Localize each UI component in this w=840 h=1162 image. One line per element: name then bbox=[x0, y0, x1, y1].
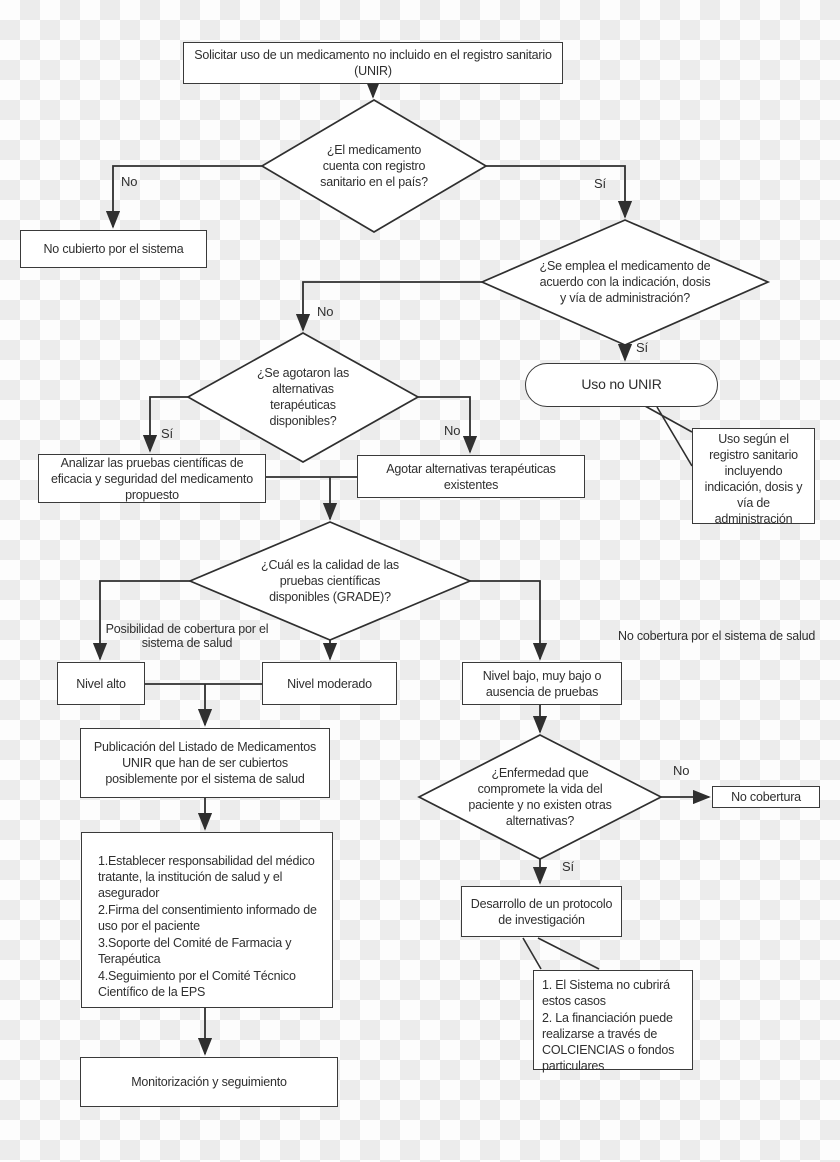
edge-grade-alto bbox=[92, 580, 190, 661]
edge-registro-no bbox=[105, 165, 262, 229]
edge-registro-si bbox=[486, 165, 633, 219]
edge-label-no-empleo: No bbox=[317, 304, 334, 319]
nivel-alto-box: Nivel alto bbox=[57, 662, 145, 705]
diamond-grade-text: ¿Cuál es la calidad de las pruebas cient… bbox=[261, 557, 399, 605]
callout-tail-sistema bbox=[522, 937, 542, 970]
requisito-item: 1.Establecer responsabilidad del médico … bbox=[98, 854, 315, 900]
nivel-bajo-box: Nivel bajo, muy bajo o ausencia de prueb… bbox=[462, 662, 622, 705]
edge-label-si-enfermedad: Sí bbox=[562, 859, 574, 874]
callout-tail-uso-segun bbox=[644, 405, 693, 433]
edge-label-no-registro: No bbox=[121, 174, 138, 189]
diamond-alternativas-text: ¿Se agotaron las alternativas terapéutic… bbox=[257, 365, 349, 429]
analizar-box: Analizar las pruebas científicas de efic… bbox=[38, 454, 266, 503]
monitorizacion-box: Monitorización y seguimiento bbox=[80, 1057, 338, 1107]
diamond-registro-shape bbox=[260, 99, 488, 233]
no-cobertura-box: No cobertura bbox=[712, 786, 820, 808]
callout-tail-uso-segun-2 bbox=[656, 406, 693, 467]
callout-tail-sistema-2 bbox=[537, 937, 600, 970]
start-box: Solicitar uso de un medicamento no inclu… bbox=[183, 42, 563, 84]
no-cobertura-annotation: No cobertura por el sistema de salud bbox=[618, 629, 816, 643]
publicacion-box: Publicación del Listado de Medicamentos … bbox=[80, 728, 330, 798]
requisito-item: 4.Seguimiento por el Comité Técnico Cien… bbox=[98, 969, 296, 999]
agotar-box: Agotar alternativas terapéuticas existen… bbox=[357, 455, 585, 498]
sistema-callout: 1. El Sistema no cubrirá estos casos 2. … bbox=[533, 970, 693, 1073]
sistema-note-item: 2. La financiación puede realizarse a tr… bbox=[542, 1011, 675, 1073]
posibilidad-annotation: Posibilidad de cobertura por el sistema … bbox=[105, 622, 269, 650]
requisitos-box: 1.Establecer responsabilidad del médico … bbox=[81, 832, 333, 1008]
requisito-item: 3.Soporte del Comité de Farmacia y Terap… bbox=[98, 936, 292, 966]
diamond-alternativas-shape bbox=[186, 332, 420, 463]
requisito-item: 2.Firma del consentimiento informado de … bbox=[98, 903, 317, 933]
edge-grade-bajo bbox=[470, 580, 548, 661]
diamond-empleo-text: ¿Se emplea el medicamento de acuerdo con… bbox=[539, 258, 711, 306]
diamond-registro-text: ¿El medicamento cuenta con registro sani… bbox=[320, 142, 428, 190]
edge-alternativas-si bbox=[142, 396, 188, 453]
edge-label-si-alternativas: Sí bbox=[161, 426, 173, 441]
sistema-note-item: 1. El Sistema no cubrirá estos casos bbox=[542, 978, 670, 1008]
no-cubierto-box: No cubierto por el sistema bbox=[20, 230, 207, 268]
edge-label-no-enfermedad: No bbox=[673, 763, 690, 778]
diamond-enfermedad-text: ¿Enfermedad que compromete la vida del p… bbox=[468, 765, 612, 829]
edge-alternativas-no bbox=[418, 396, 478, 454]
desarrollo-box: Desarrollo de un protocolo de investigac… bbox=[461, 886, 622, 937]
uso-no-unir-terminal: Uso no UNIR bbox=[525, 363, 718, 407]
edge-label-no-alternativas: No bbox=[444, 423, 461, 438]
edge-empleo-no bbox=[295, 281, 482, 332]
edge-label-si-empleo: Sí bbox=[636, 340, 648, 355]
edge-label-si-registro: Sí bbox=[594, 176, 606, 191]
nivel-moderado-box: Nivel moderado bbox=[262, 662, 397, 705]
uso-segun-callout: Uso según el registro sanitario incluyen… bbox=[692, 428, 815, 526]
